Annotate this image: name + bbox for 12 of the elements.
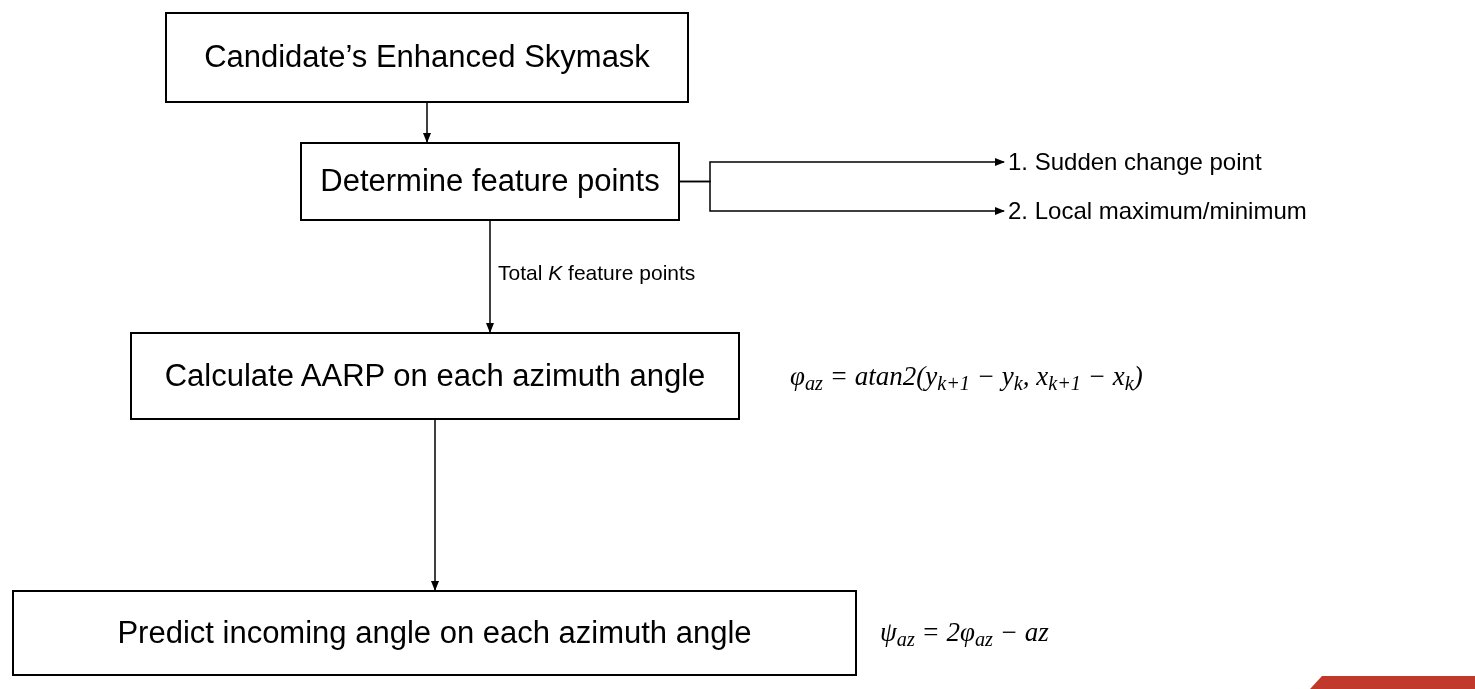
list-item: 2. Local maximum/minimum (1008, 195, 1338, 227)
formula: ψ$_{az}$ = 2φ$_{az}$ − az (880, 616, 1049, 653)
list-item: 1. Sudden change point (1008, 146, 1308, 178)
arrow (486, 220, 494, 333)
arrow (423, 102, 431, 143)
process-box: Determine feature points (300, 142, 680, 221)
arrow (679, 180, 1005, 215)
process-box: Candidate’s Enhanced Skymask (165, 12, 689, 103)
process-box: Predict incoming angle on each azimuth angle (12, 590, 857, 676)
process-box: Calculate AARP on each azimuth angle (130, 332, 740, 420)
formula: φ$_{az}$ = atan2(y$_{k+1}$ − y$_{k}$, x$_{k+1}$ − x$_{k}$) (790, 360, 1143, 397)
arrow (431, 419, 439, 591)
